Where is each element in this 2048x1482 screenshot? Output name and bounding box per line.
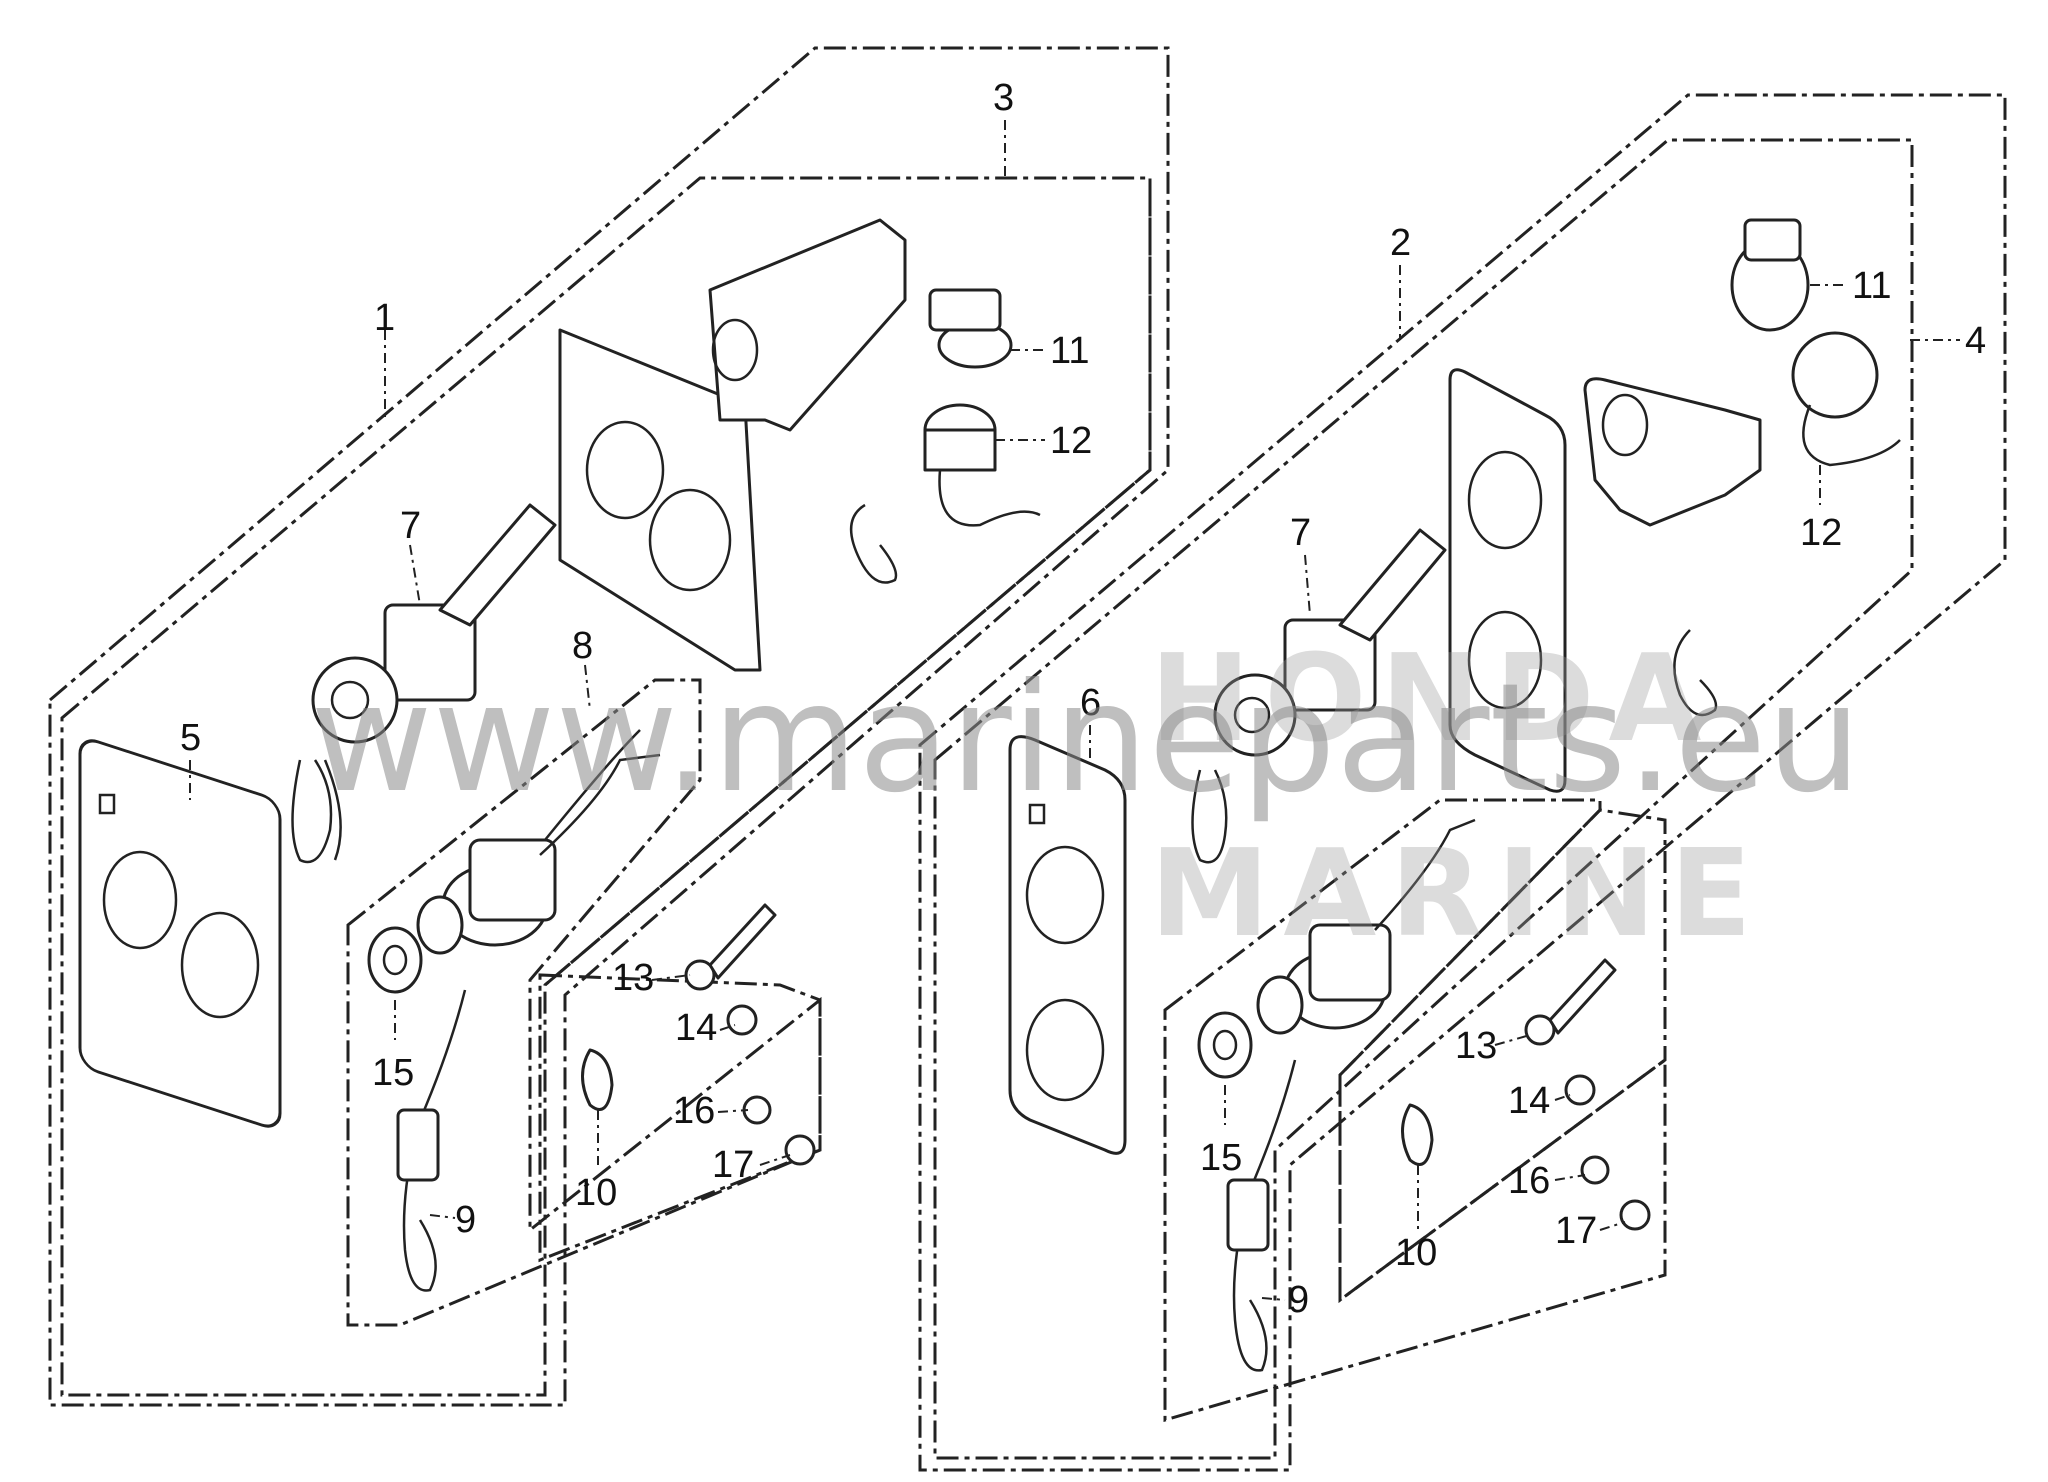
left-screw-13 [684, 903, 777, 991]
right-retainer-ring [1730, 218, 1810, 332]
right-switch-panel [1448, 368, 1567, 793]
watermark-url: www.marineparts.eu [310, 652, 1862, 826]
right-callout-4: 4 [1965, 320, 1986, 362]
left-callout-12: 12 [1050, 420, 1092, 462]
left-retainer-ring [928, 288, 1013, 369]
watermark-brand-line2: MARINE [1150, 825, 1766, 964]
right-stop-switch [1256, 818, 1476, 1035]
right-callout-15: 15 [1200, 1137, 1242, 1179]
left-hardware-frame [538, 973, 822, 1263]
left-callout-11: 11 [1050, 330, 1089, 372]
left-leaders [189, 120, 1045, 1219]
left-ignition-switch [291, 503, 557, 864]
right-clip-10 [1401, 1103, 1434, 1166]
left-callout-17: 17 [712, 1144, 754, 1186]
left-callout-14: 14 [675, 1007, 717, 1049]
right-screw-13 [1524, 958, 1617, 1046]
watermark: HONDA MARINE www.marineparts.eu [310, 630, 1862, 964]
watermark-brand-line1: HONDA [1150, 630, 1715, 769]
left-switch-panel [558, 328, 762, 672]
right-callout-16: 16 [1508, 1160, 1550, 1202]
right-nut-14 [1564, 1074, 1596, 1106]
left-switch-frame [346, 678, 822, 1327]
right-callout-11: 11 [1852, 265, 1891, 307]
left-clip-10 [581, 1048, 614, 1111]
right-lanyard [1226, 1059, 1297, 1372]
left-lanyard [396, 989, 467, 1292]
right-switch-frame [1163, 798, 1667, 1422]
left-buzzer [923, 403, 1041, 527]
left-callout-16: 16 [673, 1090, 715, 1132]
left-face-plate [78, 739, 282, 1128]
left-clip [849, 503, 898, 584]
right-assembly: 2 4 6 7 11 12 13 14 15 16 17 9 10 [918, 93, 2007, 1472]
right-callout-2: 2 [1390, 222, 1411, 264]
left-callout-3: 3 [993, 77, 1014, 119]
left-bracket-frame [544, 178, 1152, 987]
left-inner-frame [60, 176, 1152, 1397]
right-callout-17: 17 [1555, 1210, 1597, 1252]
left-callout-8: 8 [572, 625, 593, 667]
right-outer-frame [918, 93, 2007, 1472]
left-stop-switch [416, 729, 661, 955]
left-mount-bracket [708, 218, 907, 432]
right-inner-frame [933, 138, 1914, 1460]
right-callout-7: 7 [1290, 512, 1311, 554]
right-buzzer [1791, 331, 1901, 467]
right-washer-16 [1580, 1155, 1610, 1185]
right-callout-10: 10 [1395, 1232, 1437, 1274]
left-callout-9: 9 [455, 1199, 476, 1241]
right-mount-bracket [1583, 377, 1762, 527]
left-callout-10: 10 [575, 1172, 617, 1214]
right-leaders [1089, 265, 1960, 1301]
right-hardware-frame [1338, 808, 1667, 1303]
right-clip [1673, 629, 1718, 717]
left-callout-13: 13 [612, 957, 654, 999]
right-ignition-switch [1191, 528, 1447, 864]
right-nut-17 [1619, 1199, 1651, 1231]
left-callout-5: 5 [180, 717, 201, 759]
left-callout-1: 1 [374, 297, 395, 339]
left-nut-15 [367, 926, 423, 994]
left-nut-17 [784, 1134, 816, 1166]
right-callout-6: 6 [1080, 682, 1101, 724]
left-callout-7: 7 [400, 505, 421, 547]
left-outer-frame [48, 46, 1170, 1407]
right-callout-13: 13 [1455, 1025, 1497, 1067]
left-assembly: 1 3 5 7 8 11 12 13 14 15 16 17 9 10 [48, 46, 1170, 1407]
left-nut-14 [726, 1004, 758, 1036]
right-callout-9: 9 [1288, 1279, 1309, 1321]
right-callout-12: 12 [1800, 512, 1842, 554]
left-callout-15: 15 [372, 1052, 414, 1094]
right-callout-14: 14 [1508, 1080, 1550, 1122]
right-nut-15 [1197, 1011, 1253, 1079]
right-face-plate [1008, 735, 1127, 1155]
